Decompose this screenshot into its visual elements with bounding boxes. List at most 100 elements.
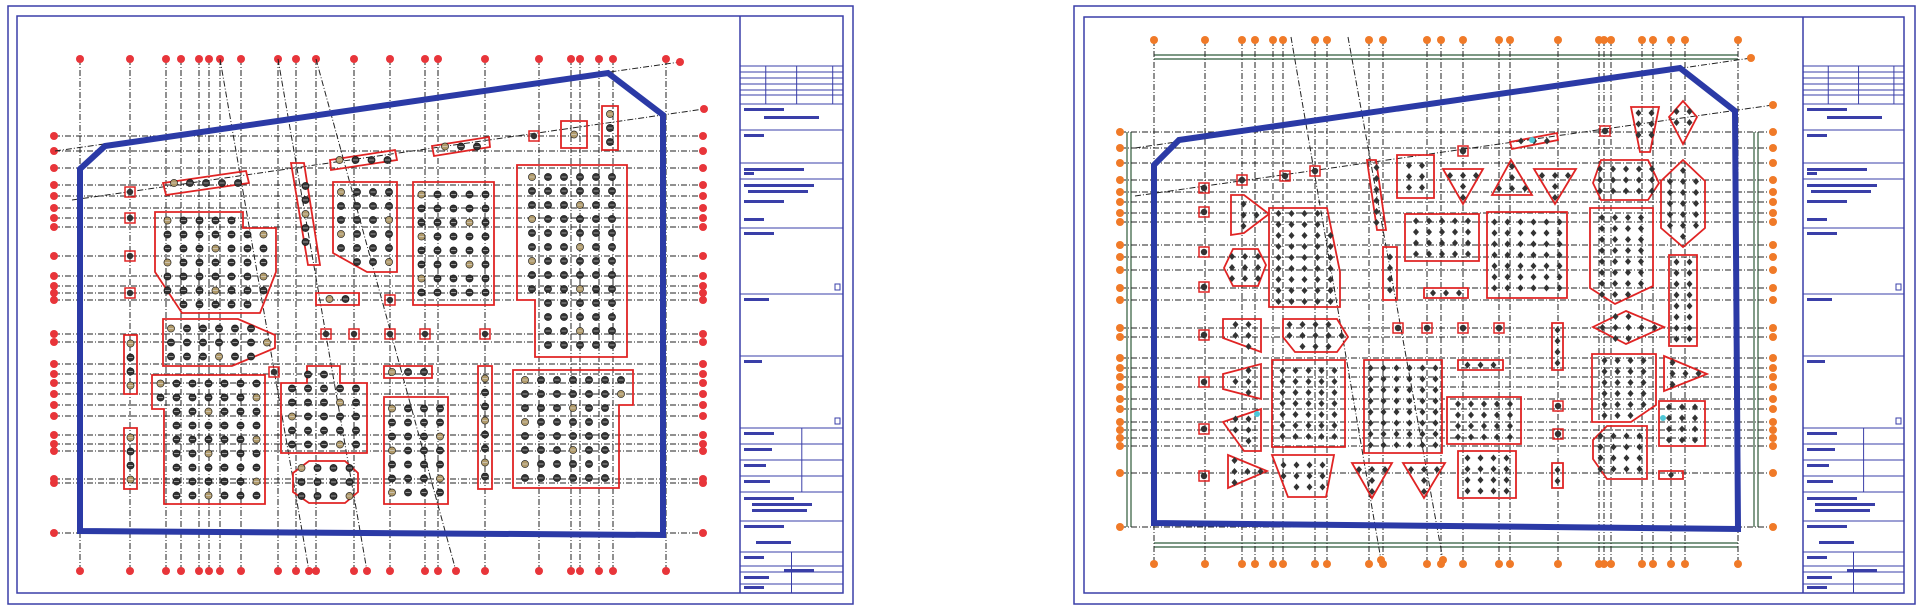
grid-bubble [50,330,58,338]
pile-marker [1299,321,1306,328]
single-pile-cap [320,328,332,340]
pile-marker [1490,476,1497,484]
pile-cap-outline [1230,194,1271,237]
grid-bubble [195,55,203,63]
pile-marker [1288,298,1295,305]
pile-marker [1627,401,1634,408]
pile-marker [1288,221,1295,228]
pile-marker [1504,262,1511,270]
pile-marker [1680,167,1686,174]
pile-marker [1423,324,1431,332]
grid-bubble [1150,36,1158,44]
pile-marker [1669,370,1676,377]
pile-marker [1504,251,1511,259]
pile-marker [1625,214,1631,221]
pile-marker [1314,287,1321,294]
inner-frame [16,15,844,594]
pile-marker [1419,441,1426,449]
pile-cap-group [1230,194,1271,237]
pile-marker [1554,402,1562,410]
pile-cap-group [123,334,138,395]
grid-bubble [50,370,58,378]
pile-marker [1229,264,1235,271]
pile-marker [1419,386,1426,394]
grid-bubble [1459,560,1467,568]
grid-bubble [699,204,707,212]
grid-bubble [481,567,489,575]
pile-cap-group [1222,362,1262,401]
grid-bubble [312,567,320,575]
pile-cap-group [280,365,368,454]
grid-bubble [699,529,707,537]
title-block-text [1807,525,1847,528]
grid-bubble [274,567,282,575]
grid-bubble [1769,209,1777,217]
pile-marker [1275,254,1282,261]
pile-marker [1455,400,1461,408]
grid-bubble [1769,176,1777,184]
grid-bubble [1681,560,1689,568]
grid-bubble [1769,324,1777,332]
pile-marker [1680,233,1686,240]
title-block-mark-icon [834,283,841,291]
pile-cap-outline [1668,254,1698,347]
grid-bubble [50,282,58,290]
pile-marker [1680,178,1686,185]
pile-marker [1693,211,1699,218]
pile-marker [1447,172,1453,179]
pile-marker [1393,364,1400,372]
grid-bubble [699,132,707,140]
pile-cap-group [1658,400,1706,447]
title-block-text [744,184,814,187]
grid-bubble [1607,560,1615,568]
pile-marker [1380,364,1387,372]
pile-marker [1517,284,1524,292]
grid-line-skewed [1347,36,1444,561]
pile-marker [1406,375,1413,383]
pile-cap-outline [123,334,138,395]
pile-marker [1406,408,1413,416]
pile-marker [1625,247,1631,254]
pile-cap-outline [1441,168,1485,206]
grid-bubble [1377,556,1385,564]
pile-marker [1245,378,1252,385]
grid-bubble [1769,198,1777,206]
pile-marker [1673,269,1680,277]
grid-bubble [699,282,707,290]
pile-marker [1306,483,1313,491]
grid-bubble [50,447,58,455]
pile-marker [1625,335,1632,342]
pile-marker [1509,163,1515,170]
pile-marker [1419,364,1426,372]
pile-marker [1490,465,1497,473]
pile-marker [1229,253,1235,260]
single-pile-cap [1198,182,1210,194]
pile-marker [1490,454,1497,462]
pile-marker [1625,313,1632,320]
grid-bubble [699,401,707,409]
pile-marker [1612,236,1618,243]
pile-marker [1465,217,1471,225]
pile-marker [1432,397,1439,405]
pile-cap-group [1592,159,1661,201]
pile-marker [1623,454,1630,462]
pile-marker [1543,240,1550,248]
pile-marker [1419,375,1426,383]
pile-marker [1311,167,1319,175]
pile-marker [1601,357,1608,364]
pile-marker [1292,389,1299,396]
pile-marker [1481,422,1487,430]
pile-marker [1543,229,1550,237]
pile-cap-group [1457,450,1517,499]
pile-marker [1648,120,1655,128]
grid-bubble [1554,36,1562,44]
title-block-text [744,200,784,203]
pile-cap-group [1404,213,1480,262]
pile-cap-group [477,365,493,490]
single-pile-cap [1279,170,1291,182]
pile-marker [1455,422,1461,430]
pile-marker [1517,251,1524,259]
grid-bubble [1769,373,1777,381]
single-pile-cap [124,212,136,224]
grid-line-skewed [1134,104,1774,197]
